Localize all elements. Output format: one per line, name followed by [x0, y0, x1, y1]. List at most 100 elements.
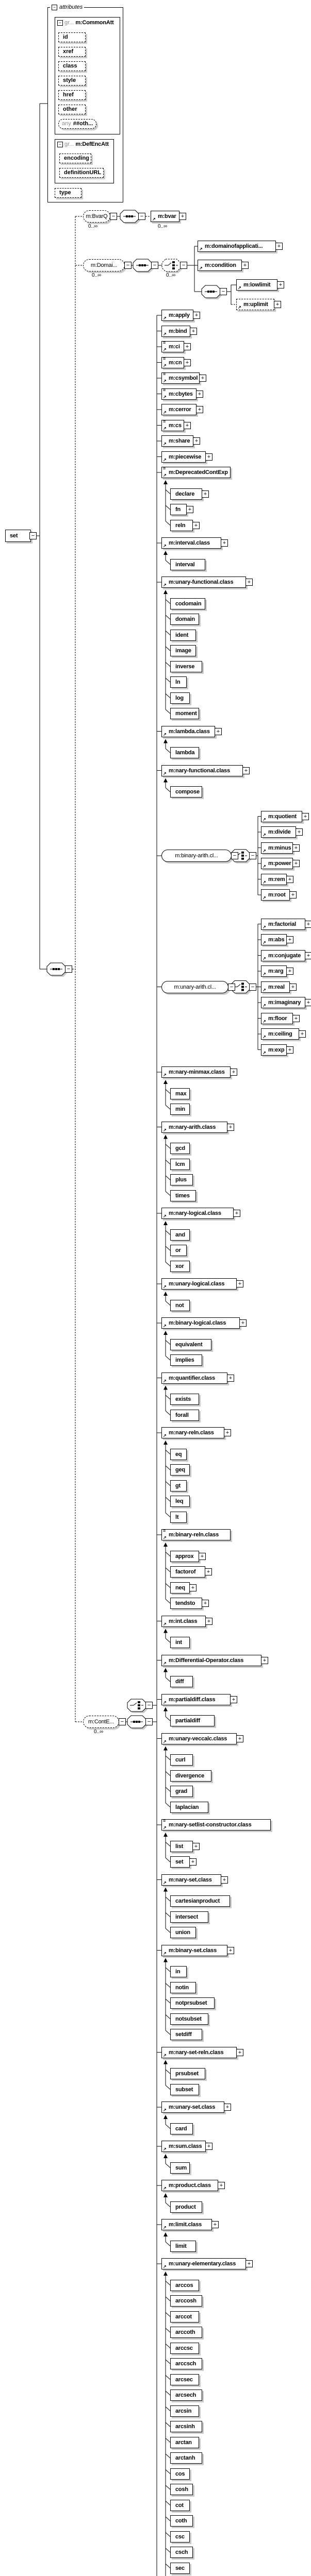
substitution-member-divergence[interactable]: divergence	[170, 1770, 211, 1782]
group-ref-m-unary-arith-cl-[interactable]: m:unary-arith.cl...	[161, 980, 228, 993]
substitution-member-gcd[interactable]: gcd	[170, 1143, 190, 1154]
substitution-member-not[interactable]: not	[170, 1299, 190, 1311]
element-m-arg[interactable]: m:arg↗	[261, 965, 287, 977]
element-m-nary-minmax-class[interactable]: m:nary-minmax.class↗	[161, 1066, 231, 1078]
expand-toggle[interactable]: +	[292, 860, 300, 867]
substitution-member-csc[interactable]: csc	[170, 2531, 190, 2543]
collapse-toggle[interactable]: −	[29, 532, 37, 539]
element-m-power[interactable]: m:power↗	[261, 858, 293, 869]
substitution-member-min[interactable]: min	[170, 1104, 190, 1115]
expand-toggle[interactable]: +	[292, 844, 300, 852]
substitution-member-plus[interactable]: plus	[170, 1174, 193, 1185]
substitution-member-lcm[interactable]: lcm	[170, 1158, 190, 1170]
expand-toggle[interactable]: +	[302, 812, 309, 820]
expand-toggle[interactable]: +	[236, 2048, 243, 2056]
substitution-member-implies[interactable]: implies	[170, 1354, 202, 1366]
element-m-conjugate[interactable]: m:conjugate↗	[261, 950, 305, 961]
expand-toggle[interactable]: +	[192, 1842, 200, 1850]
substitution-member-arccos[interactable]: arccos	[170, 2279, 199, 2291]
collapse-toggle[interactable]: −	[249, 983, 256, 991]
expand-toggle[interactable]: +	[224, 2104, 231, 2111]
substitution-member-interval[interactable]: interval	[170, 558, 205, 570]
element-m-product-class[interactable]: m:product.class↗	[161, 2180, 218, 2191]
group-ref-m-domai-[interactable]: m:Domai...	[83, 259, 125, 272]
element-m-unary-logical-class[interactable]: m:unary-logical.class↗	[161, 1278, 237, 1290]
element-m-nary-functional-class[interactable]: m:nary-functional.class↗	[161, 765, 243, 776]
expand-toggle[interactable]: +	[305, 920, 311, 928]
collapse-toggle[interactable]: −	[145, 1702, 153, 1709]
expand-toggle[interactable]: +	[239, 1319, 247, 1327]
substitution-member-domain[interactable]: domain	[170, 614, 199, 625]
expand-toggle[interactable]: +	[275, 243, 283, 250]
expand-toggle[interactable]: +	[221, 1876, 228, 1884]
attribute-class[interactable]: class	[58, 61, 86, 71]
substitution-member-log[interactable]: log	[170, 692, 190, 704]
substitution-member-cartesianproduct[interactable]: cartesianproduct	[170, 1895, 230, 1907]
substitution-member-setdiff[interactable]: setdiff	[170, 2029, 202, 2040]
expand-toggle[interactable]: +	[215, 727, 222, 735]
collapse-toggle[interactable]: −	[249, 852, 256, 859]
element-m-binary-reln-class[interactable]: m:binary-reln.class↗≡	[161, 1529, 231, 1540]
element-m-interval-class[interactable]: m:interval.class↗	[161, 537, 221, 549]
expand-toggle[interactable]: +	[193, 312, 200, 319]
substitution-member-arcsech[interactable]: arcsech	[170, 2389, 202, 2401]
collapse-toggle[interactable]: −	[124, 262, 132, 269]
substitution-member-partialdiff[interactable]: partialdiff	[170, 1715, 215, 1726]
element-m-nary-reln-class[interactable]: m:nary-reln.class↗	[161, 1427, 224, 1438]
expand-toggle[interactable]: +	[277, 281, 284, 289]
element-m-ci[interactable]: m:ci↗≡	[161, 341, 184, 352]
expand-toggle[interactable]: +	[227, 1946, 234, 1954]
attribute-style[interactable]: style	[58, 76, 86, 86]
element-m-piecewise[interactable]: m:piecewise↗	[161, 451, 206, 463]
collapse-toggle[interactable]: −	[119, 1718, 126, 1725]
element-m-int-class[interactable]: m:int.class↗	[161, 1615, 206, 1627]
substitution-member-limit[interactable]: limit	[170, 2240, 196, 2252]
substitution-member-geq[interactable]: geq	[170, 1464, 190, 1476]
substitution-member-list[interactable]: list	[170, 1840, 193, 1852]
substitution-member-factorof[interactable]: factorof	[170, 1566, 205, 1578]
expand-toggle[interactable]: +	[236, 1280, 243, 1287]
element-m-share[interactable]: m:share↗	[161, 435, 193, 447]
substitution-member-in[interactable]: in	[170, 1966, 187, 1977]
substitution-member-moment[interactable]: moment	[170, 708, 199, 719]
expand-toggle[interactable]: +	[242, 767, 250, 774]
expand-toggle[interactable]: +	[205, 453, 212, 461]
expand-toggle[interactable]: +	[224, 1429, 231, 1436]
substitution-member-lambda[interactable]: lambda	[170, 747, 199, 758]
element-m-nary-setlist-constructor-class[interactable]: m:nary-setlist-constructor.class↗≡	[161, 1819, 271, 1831]
substitution-member-curl[interactable]: curl	[170, 1754, 193, 1766]
expand-toggle[interactable]: +	[184, 421, 191, 429]
element-m-partialdiff-class[interactable]: m:partialdiff.class↗	[161, 1693, 231, 1705]
substitution-member-equivalent[interactable]: equivalent	[170, 1338, 211, 1350]
substitution-member-notin[interactable]: notin	[170, 1981, 196, 1993]
expand-toggle[interactable]: +	[205, 2143, 212, 2150]
expand-toggle[interactable]: +	[245, 579, 253, 586]
expand-toggle[interactable]: +	[289, 891, 297, 899]
substitution-member-fn[interactable]: fn	[170, 504, 187, 515]
element-m-abs[interactable]: m:abs↗	[261, 934, 287, 945]
substitution-member-laplacian[interactable]: laplacian	[170, 1801, 208, 1813]
element-m-nary-set-class[interactable]: m:nary-set.class↗	[161, 1874, 221, 1886]
root-element-set[interactable]: set	[5, 530, 31, 542]
element-m-cs[interactable]: m:cs↗≡	[161, 419, 184, 431]
element-m-ceiling[interactable]: m:ceiling↗	[261, 1028, 299, 1040]
expand-toggle[interactable]: +	[274, 301, 281, 308]
expand-toggle[interactable]: +	[299, 1030, 306, 1038]
attribute-encoding[interactable]: encoding	[59, 154, 91, 163]
substitution-member-leq[interactable]: leq	[170, 1496, 190, 1507]
substitution-member-arccot[interactable]: arccot	[170, 2311, 199, 2323]
substitution-member-arccoth[interactable]: arccoth	[170, 2327, 202, 2338]
attribute-other[interactable]: other	[58, 105, 86, 114]
expand-toggle[interactable]: +	[184, 359, 191, 366]
group-ref-m-conte-[interactable]: m:ContE...	[83, 1716, 119, 1728]
substitution-member-arccsc[interactable]: arccsc	[170, 2342, 199, 2354]
expand-toggle[interactable]: +	[211, 2221, 219, 2228]
substitution-member-arcsinh[interactable]: arcsinh	[170, 2421, 202, 2432]
expand-toggle[interactable]: +	[292, 1014, 300, 1022]
substitution-member-and[interactable]: and	[170, 1229, 190, 1241]
element-m-lambda-class[interactable]: m:lambda.class↗	[161, 725, 215, 737]
expand-toggle[interactable]: +	[230, 1069, 237, 1076]
collapse-toggle[interactable]: −	[220, 288, 227, 295]
element-m-differential-operator-class[interactable]: m:Differential-Operator.class↗	[161, 1654, 261, 1666]
substitution-member-image[interactable]: image	[170, 645, 196, 656]
